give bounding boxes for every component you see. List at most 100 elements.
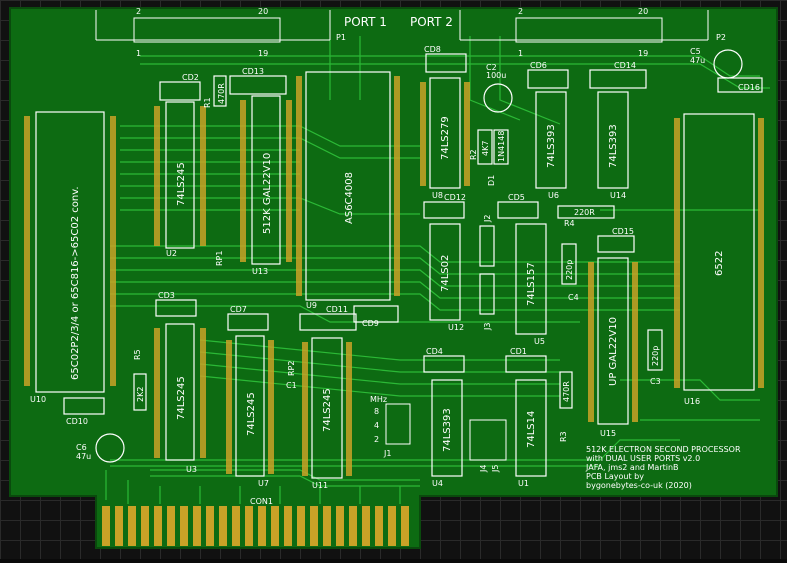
u16-ref: U16 [684,397,700,406]
u8-ref: U8 [432,191,443,200]
chip-refs: U10 U2 U13 U9 U8 U6 U14 U16 U12 U5 U15 U… [30,191,700,490]
u8-part: 74LS279 [440,116,451,160]
cd2-label: CD2 [182,73,199,82]
u5-part: 74LS157 [526,262,537,306]
resistor-labels: R1 470R R2 4K7 D1 1N4148 R4 220R R5 2K2 … [133,83,595,442]
cd4-label: CD4 [426,347,443,356]
pads [24,76,764,476]
port1-pin20: 20 [258,7,268,16]
rp1-label: RP1 [215,251,224,266]
port1-pin2: 2 [136,7,141,16]
cap-footprints [63,49,763,463]
u15-ref: U15 [600,429,616,438]
u14-ref: U14 [610,191,626,200]
u13-ref: U13 [252,267,268,276]
chip-outlines [35,71,755,479]
u11-part: 74LS245 [322,388,333,432]
port2-pin19: 19 [638,49,648,58]
u14-part: 74LS393 [608,124,619,168]
r1-value: 470R [217,83,226,104]
j3-label: J3 [483,323,492,331]
c4-value: 220p [565,260,574,280]
port1-label: PORT 1 [344,15,387,29]
r2-value: 4K7 [481,141,490,156]
u9-part: AS6C4008 [344,172,355,224]
u9-ref: U9 [306,301,317,310]
u4-part: 74LS393 [442,408,453,452]
u10-ref: U10 [30,395,46,404]
u5-ref: U5 [534,337,545,346]
j1-label: J1 [383,449,391,458]
cd14-label: CD14 [614,61,636,70]
port2-pin1: 1 [518,49,523,58]
cd7-label: CD7 [230,305,247,314]
u1-ref: U1 [518,479,529,488]
c1-label: C1 [286,381,297,390]
u16-part: 6522 [714,251,725,276]
u12-part: 74LS02 [440,255,451,292]
port2-pin20: 20 [638,7,648,16]
c3-label: C3 [650,377,661,386]
u1-part: 74LS14 [526,411,537,448]
u3-part: 74LS245 [176,376,187,420]
u6-part: 74LS393 [546,124,557,168]
con1-label: CON1 [250,497,273,506]
cd16-label: CD16 [738,83,760,92]
cd11-label: CD11 [326,305,348,314]
board-title-block: 512K ELECTRON SECOND PROCESSOR with DUAL… [585,445,741,490]
u4-ref: U4 [432,479,443,488]
title-line-3: JAFA, jms2 and MartinB [585,463,679,472]
jumper-labels: J1 J2 J3 J4 J5 MHz 8 4 2 [370,215,500,473]
r4-value: 220R [574,208,595,217]
cap-labels: CD2 CD13 CD8 CD6 CD14 CD16 CD12 CD5 CD15… [66,45,760,461]
r3-label: R3 [559,431,568,442]
d1-value: 1N4148 [497,131,506,162]
cd1-label: CD1 [510,347,527,356]
u7-ref: U7 [258,479,269,488]
c6-label: C6 [76,443,87,452]
mhz-4: 4 [374,421,379,430]
u2-ref: U2 [166,249,177,258]
port1-pin19: 19 [258,49,268,58]
j4-label: J4 [479,465,488,473]
u7-part: 74LS245 [246,392,257,436]
title-line-5: bygonebytes-co-uk (2020) [586,481,692,490]
u15-part: UP GAL22V10 [608,317,619,386]
u2-part: 74LS245 [176,162,187,206]
c4-label: C4 [568,293,579,302]
u10-part: 65C02P2/3/4 or 65C816->65C02 conv. [70,186,81,380]
u12-ref: U12 [448,323,464,332]
chip-labels: 65C02P2/3/4 or 65C816->65C02 conv. 74LS2… [70,116,725,452]
c5-value: 47u [690,56,705,65]
cd6-label: CD6 [530,61,547,70]
port2-label: PORT 2 [410,15,453,29]
c6-value: 47u [76,452,91,461]
r3-value: 470R [562,381,571,402]
mhz-label: MHz [370,395,387,404]
mhz-8: 8 [374,407,379,416]
j2-label: J2 [483,215,492,223]
j5-label: J5 [491,465,500,473]
rp2-label: RP2 [287,361,296,376]
p1-label: P1 [336,33,346,42]
u3-ref: U3 [186,465,197,474]
edge-connector [102,506,409,546]
r5-label: R5 [133,349,142,360]
mhz-2: 2 [374,435,379,444]
r1-label: R1 [203,97,212,108]
cd3-label: CD3 [158,291,175,300]
p2-label: P2 [716,33,726,42]
u11-ref: U11 [312,481,328,490]
c5-label: C5 [690,47,701,56]
c2-value: 100u [486,71,506,80]
u6-ref: U6 [548,191,559,200]
cd10-label: CD10 [66,417,88,426]
r2-label: R2 [469,149,478,160]
port1-pin1: 1 [136,49,141,58]
c3-value: 220p [651,346,660,366]
port2-pin2: 2 [518,7,523,16]
r4-label: R4 [564,219,575,228]
cd15-label: CD15 [612,227,634,236]
